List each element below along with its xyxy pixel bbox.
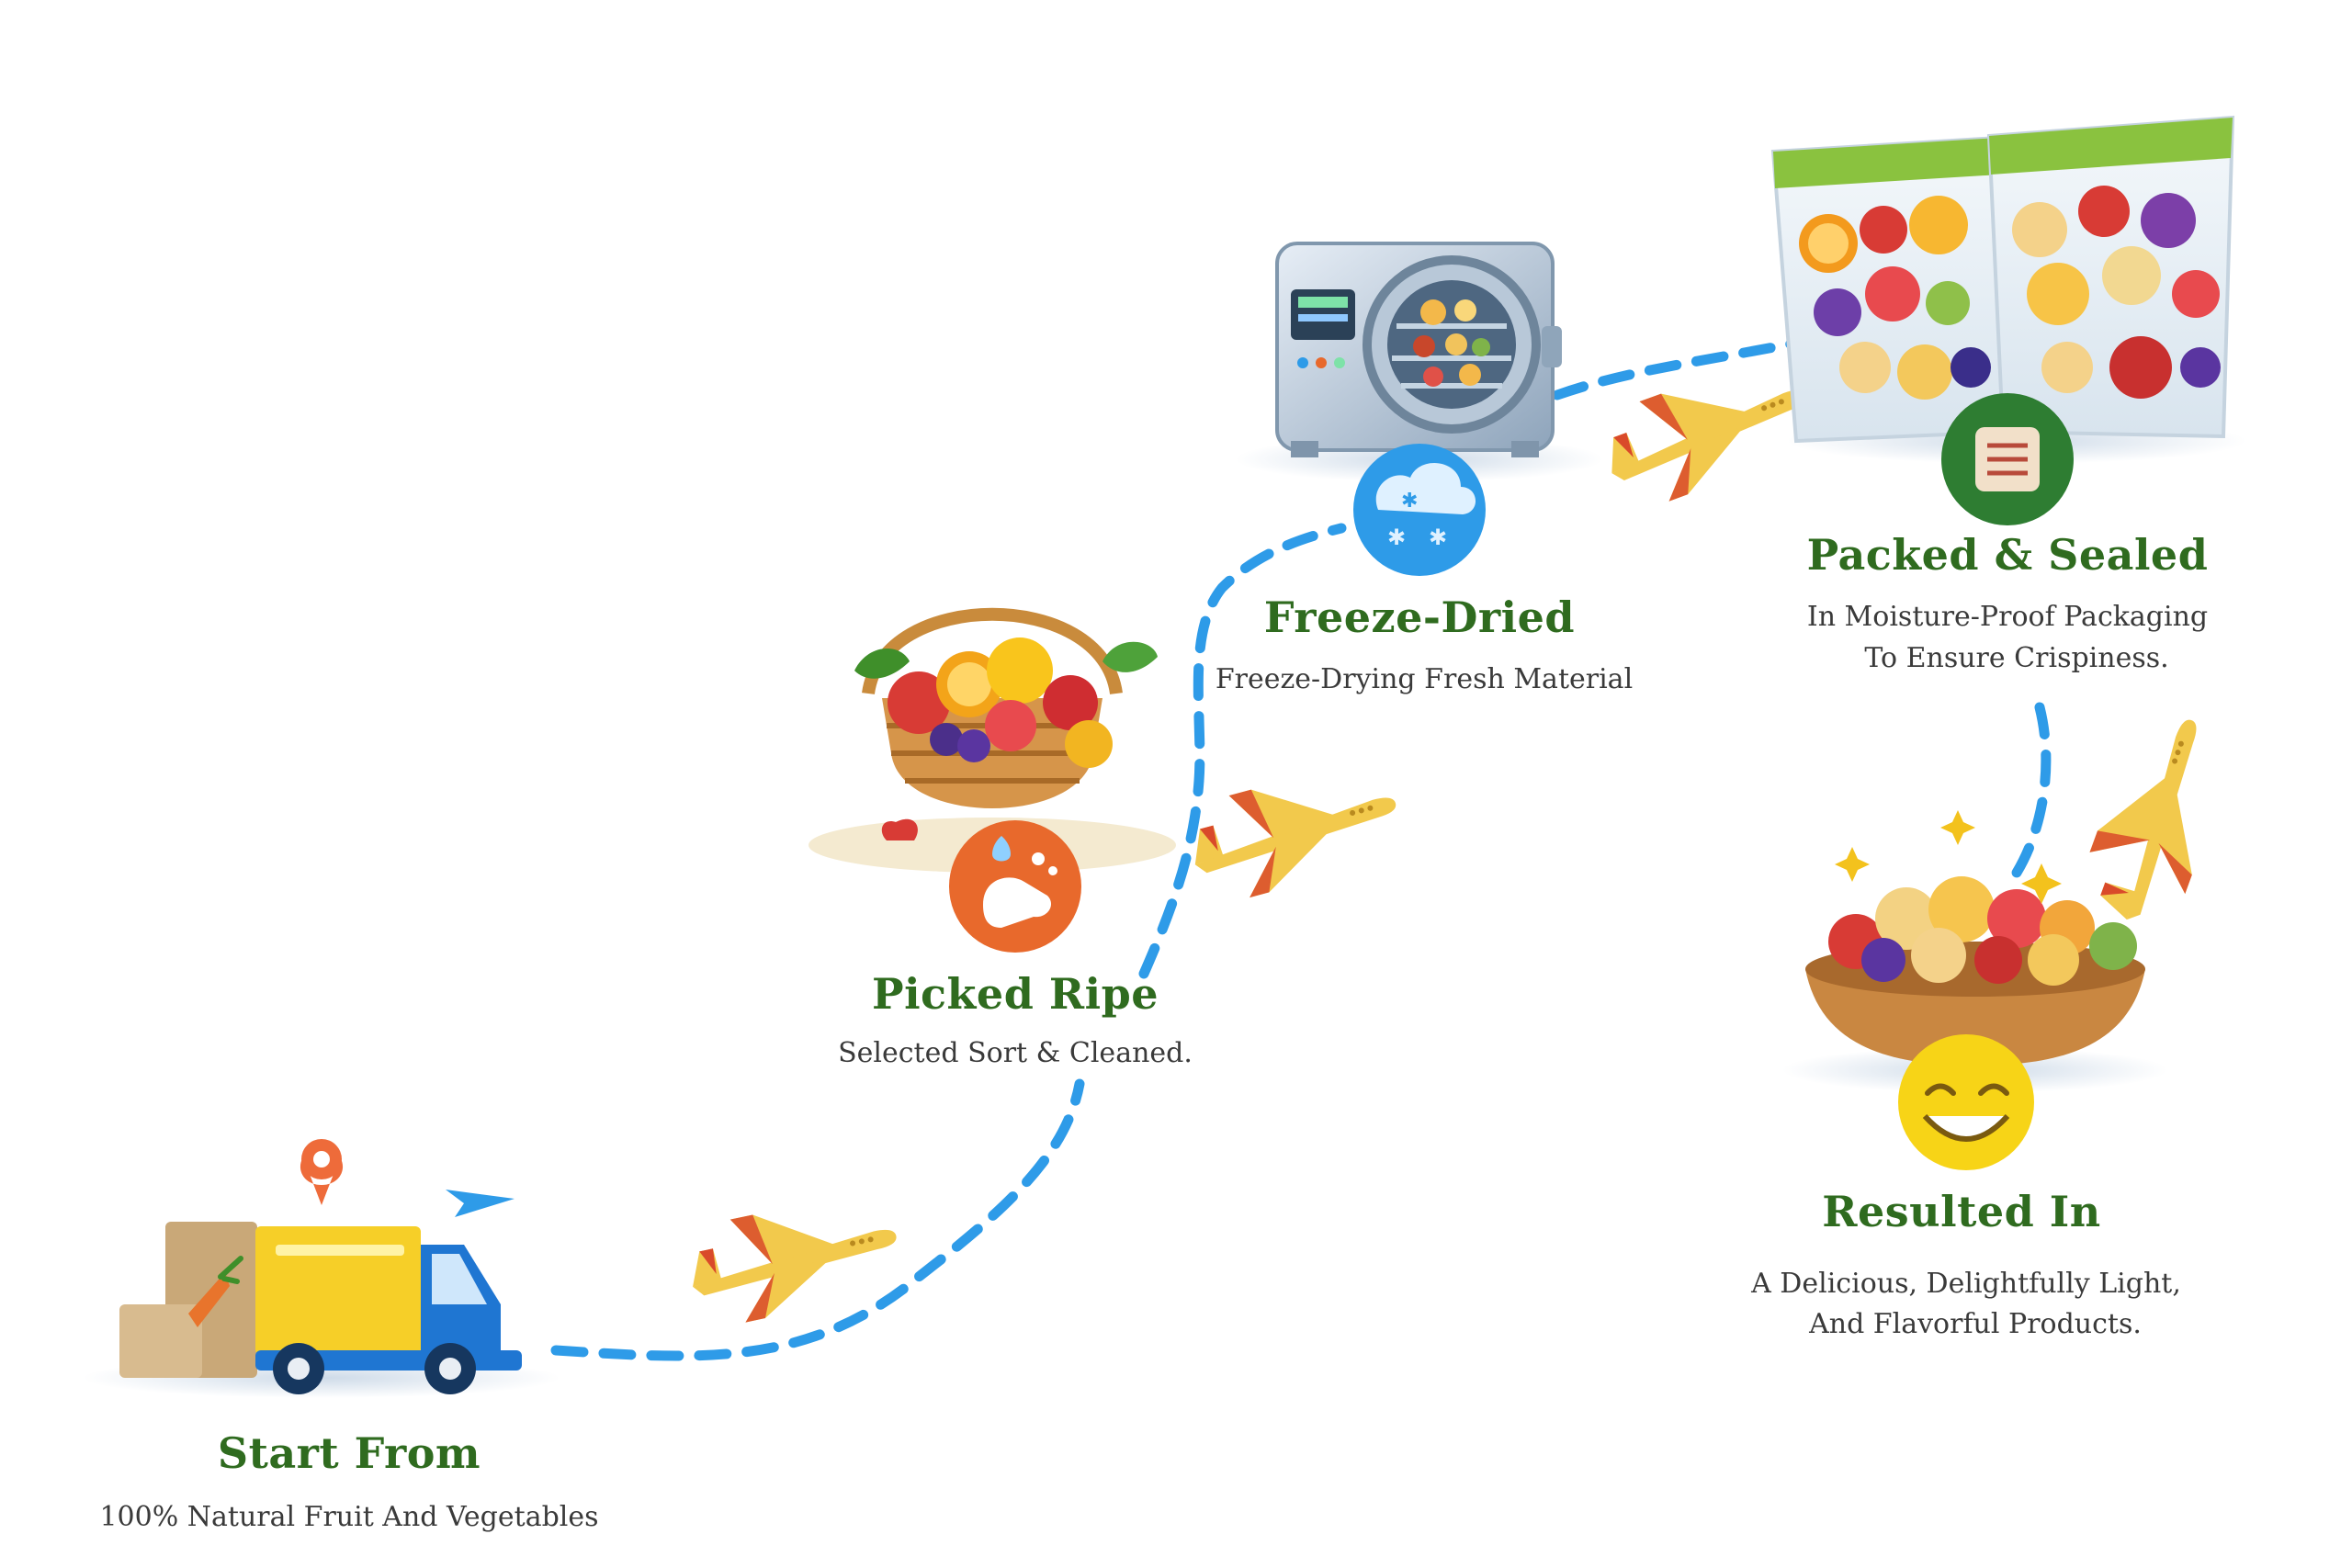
svg-text:✱: ✱: [1387, 525, 1406, 550]
step-title-start: Start From: [217, 1428, 481, 1478]
step-description-packed-line2: To Ensure Crispiness.: [1864, 642, 2169, 674]
airplane-icon: [1180, 754, 1409, 909]
delivery-truck-icon: [83, 1222, 560, 1398]
sealed-bags-icon: [1770, 115, 2246, 464]
location-pin-icon: [300, 1139, 344, 1205]
smiley-face-icon: [1898, 1034, 2034, 1170]
paper-plane-icon: [446, 1190, 514, 1217]
step-description-freeze: Freeze-Drying Fresh Material: [1215, 663, 1634, 695]
step-title-freeze: Freeze-Dried: [1263, 592, 1576, 642]
step-title-picked: Picked Ripe: [871, 969, 1159, 1019]
step-description-start: 100% Natural Fruit And Vegetables: [99, 1501, 599, 1533]
dashed-route-path: [2011, 702, 2052, 878]
svg-text:✱: ✱: [1429, 525, 1447, 550]
step-title-packed: Packed & Sealed: [1806, 530, 2209, 580]
dashed-route-path: [550, 1078, 1085, 1361]
snow-cloud-icon: ✱ ✱ ✱: [1353, 444, 1486, 576]
svg-text:✱: ✱: [1401, 490, 1418, 513]
step-description-packed-line1: In Moisture-Proof Packaging: [1806, 601, 2209, 633]
fruit-basket-icon: [808, 607, 1176, 873]
freeze-dryer-machine-icon: [1236, 242, 1603, 482]
airplane-icon: [2072, 703, 2242, 936]
airplane-icon: [680, 1186, 908, 1332]
step-description-result-line1: A Delicious, Delightfully Light,: [1751, 1268, 2181, 1300]
step-description-picked: Selected Sort & Cleaned.: [838, 1037, 1193, 1069]
step-description-result-line2: And Flavorful Products.: [1809, 1308, 2142, 1340]
package-label-icon: [1941, 393, 2074, 525]
hand-washing-icon: [949, 820, 1081, 953]
dashed-route-path: [1138, 523, 1347, 979]
step-title-result: Resulted In: [1822, 1187, 2101, 1236]
dashed-route-path: [1552, 333, 1825, 400]
